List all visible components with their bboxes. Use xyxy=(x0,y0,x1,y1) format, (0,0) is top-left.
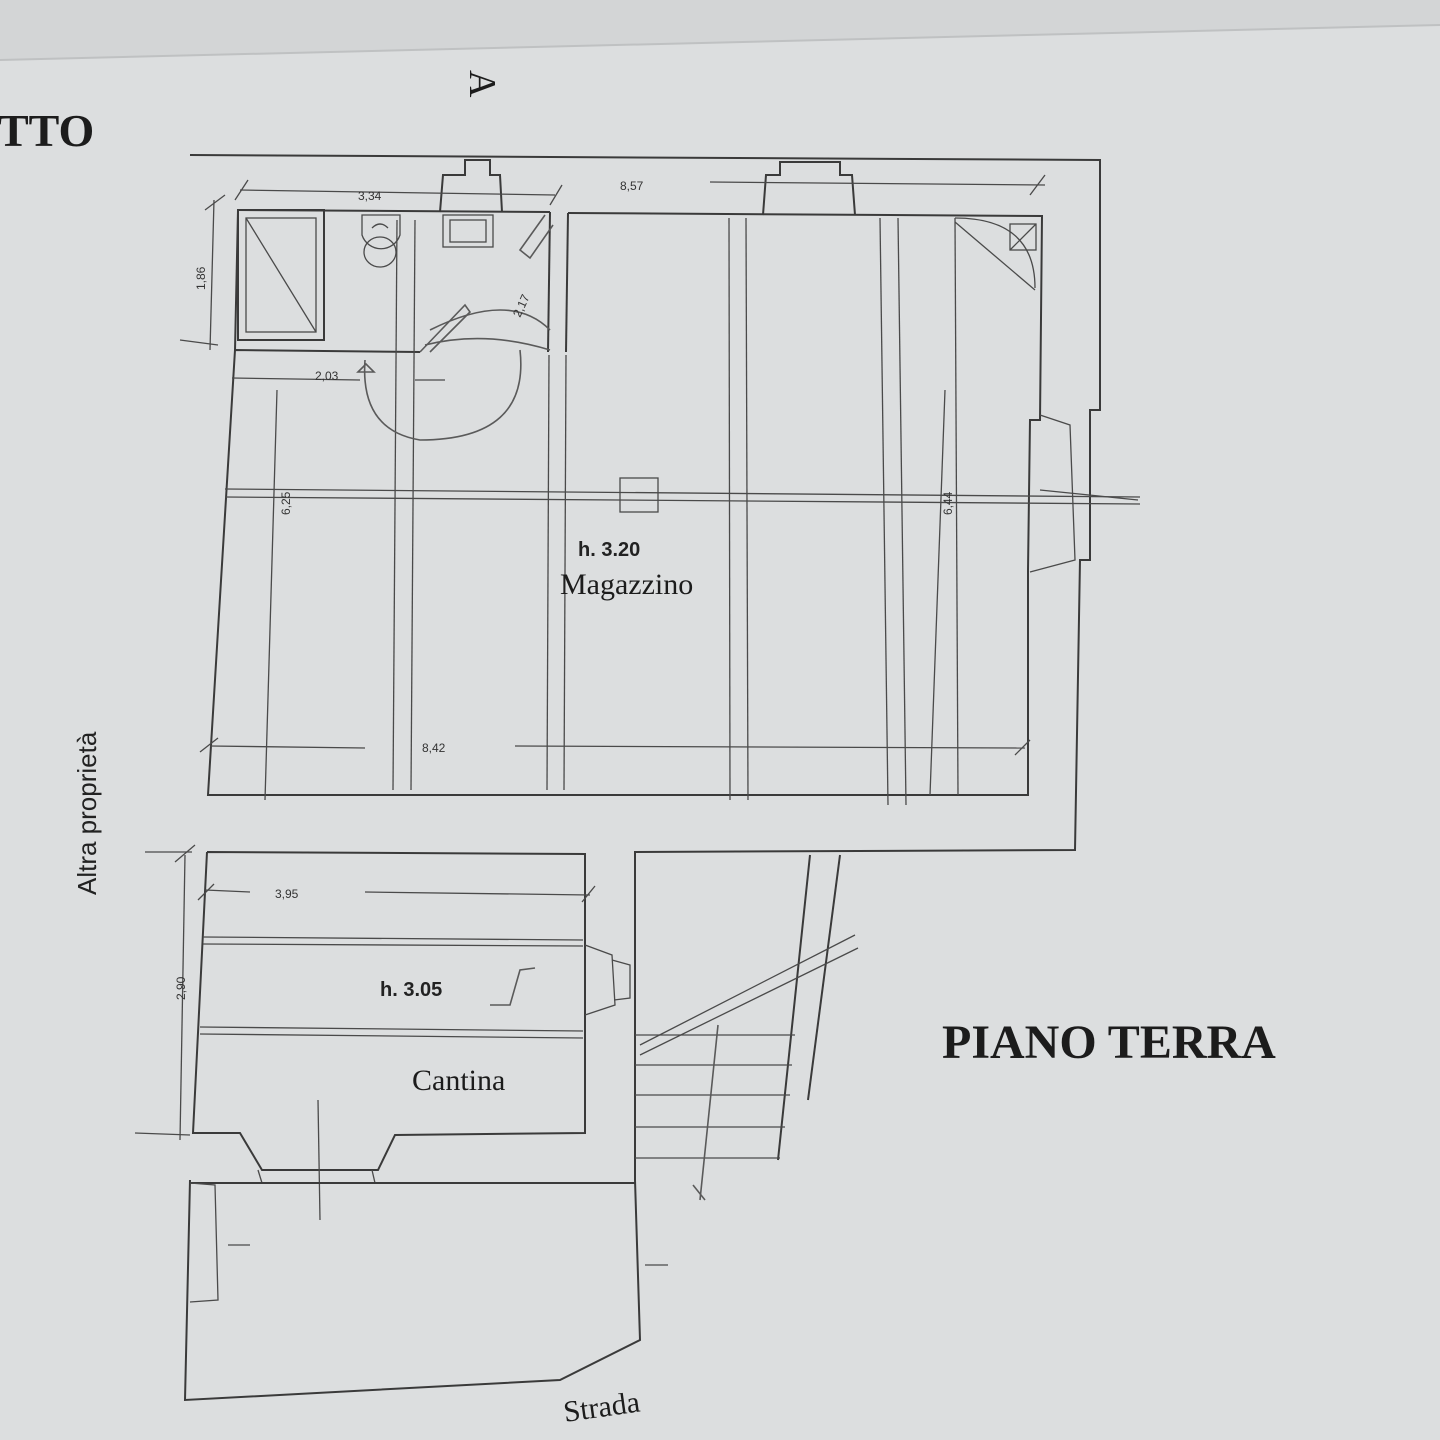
flue-icon xyxy=(1009,223,1037,251)
section-marker: A xyxy=(461,70,503,98)
title-fragment: TTO xyxy=(0,105,94,156)
shower-tray xyxy=(237,209,325,341)
paper-edge xyxy=(0,24,1440,61)
plan-title: PIANO TERRA xyxy=(942,1016,1276,1069)
neighbor-label: Altra proprietà xyxy=(72,731,102,895)
dim-top-total-width: 8,57 xyxy=(620,179,644,193)
warehouse-name: Magazzino xyxy=(560,568,693,601)
staircase xyxy=(634,852,859,1201)
cellar-dimension-lines xyxy=(134,844,596,1141)
dim-cellar-height: 2,90 xyxy=(174,976,188,1000)
warehouse-walls xyxy=(183,154,1141,1402)
toilet-icon xyxy=(361,214,401,250)
dimension-lines xyxy=(179,174,1139,801)
doors xyxy=(356,214,1037,441)
paper-front xyxy=(0,25,1440,1440)
dim-top-left-width: 3,34 xyxy=(358,189,382,203)
warehouse-height: h. 3.20 xyxy=(578,539,640,561)
cellar-walls xyxy=(189,851,668,1303)
cellar-name: Cantina xyxy=(412,1064,505,1097)
dim-right-height: 6,44 xyxy=(941,491,955,515)
cellar-height: h. 3.05 xyxy=(380,979,442,1001)
bathroom-fixtures xyxy=(237,209,494,341)
sink-icon xyxy=(442,214,494,248)
dim-bottom-width: 8,42 xyxy=(422,741,446,755)
dim-bath-height: 1,86 xyxy=(194,266,208,290)
central-pillar xyxy=(619,477,659,513)
dim-cellar-width: 3,95 xyxy=(275,887,299,901)
dim-left-height: 6,25 xyxy=(279,491,293,515)
dim-corridor-width: 2,03 xyxy=(315,369,339,383)
